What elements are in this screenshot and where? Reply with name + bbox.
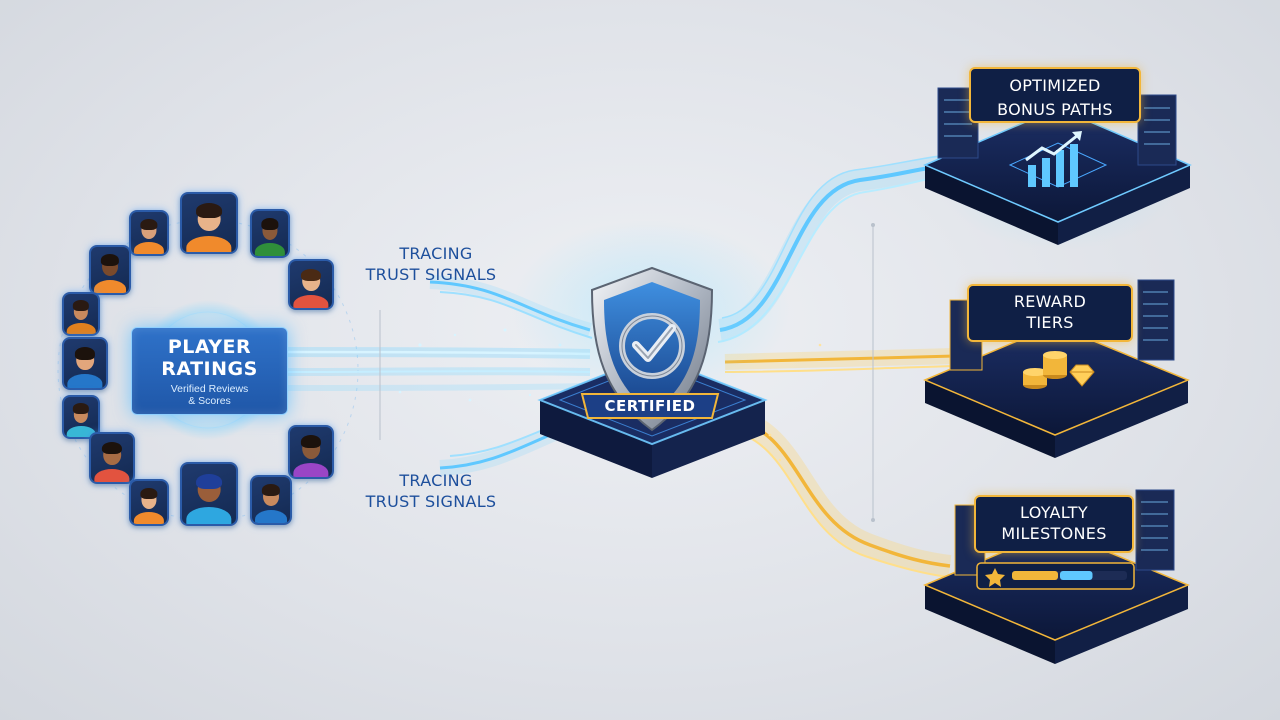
- trace-label-upper-line1: TRACING: [399, 244, 473, 263]
- trace-label-lower: TRACING TRUST SIGNALS: [336, 470, 526, 512]
- player-ratings-title-line2: RATINGS: [161, 358, 258, 380]
- loyalty-label-line2: MILESTONES: [1001, 524, 1107, 543]
- player-ratings-subtitle-line2: & Scores: [188, 395, 231, 407]
- connector-lines: [379, 223, 875, 522]
- shield-icon: [590, 266, 714, 432]
- avatar: [89, 245, 131, 295]
- player-ratings-subtitle-line1: Verified Reviews: [170, 383, 249, 395]
- certified-label: CERTIFIED: [604, 397, 696, 415]
- reward-tiers-label: REWARD TIERS: [967, 284, 1133, 342]
- avatar: [288, 425, 334, 479]
- gold-reward-beams: [724, 348, 956, 578]
- avatar: [250, 209, 290, 258]
- bar-chart-trend-icon: [1025, 131, 1082, 187]
- optimized-bonus-paths-label: OPTIMIZED BONUS PATHS: [969, 67, 1141, 123]
- player-ratings-title: PLAYER RATINGS: [132, 336, 287, 380]
- avatar: [180, 192, 238, 254]
- optimized-label-line2: BONUS PATHS: [997, 100, 1113, 119]
- avatar: [62, 395, 100, 439]
- loyalty-progress-fill-blue: [1060, 571, 1093, 580]
- reward-label-line1: REWARD: [1013, 292, 1087, 311]
- loyalty-progress-fill: [1012, 571, 1058, 580]
- optimized-label-line1: OPTIMIZED: [1009, 76, 1101, 95]
- avatar: [250, 475, 292, 525]
- avatar: [129, 210, 169, 256]
- star-progress-icon: [976, 562, 1135, 590]
- player-ratings-card: PLAYER RATINGS Verified Reviews & Scores: [131, 327, 288, 415]
- coins-gem-icon: [1023, 351, 1095, 389]
- certified-ribbon: [580, 393, 720, 419]
- avatar: [180, 462, 238, 526]
- avatar: [288, 259, 334, 310]
- avatar: [62, 337, 108, 390]
- trace-label-lower-line2: TRUST SIGNALS: [365, 492, 497, 511]
- trace-label-lower-line1: TRACING: [399, 471, 473, 490]
- avatar: [89, 432, 135, 484]
- loyalty-label-line1: LOYALTY: [1020, 503, 1088, 522]
- player-ratings-subtitle: Verified Reviews & Scores: [132, 383, 287, 407]
- player-ratings-title-line1: PLAYER: [167, 336, 252, 358]
- trace-label-upper: TRACING TRUST SIGNALS: [336, 243, 526, 285]
- reward-label-line2: TIERS: [1026, 313, 1074, 332]
- avatar: [62, 292, 100, 336]
- trace-label-upper-line2: TRUST SIGNALS: [365, 265, 497, 284]
- avatar: [129, 479, 169, 526]
- loyalty-milestones-label: LOYALTY MILESTONES: [974, 495, 1134, 553]
